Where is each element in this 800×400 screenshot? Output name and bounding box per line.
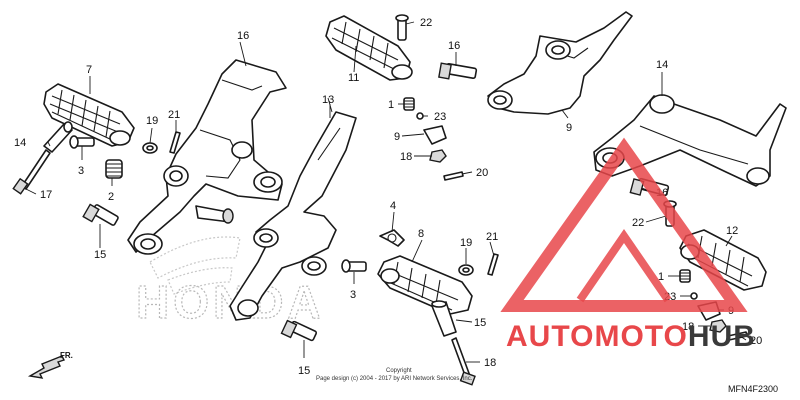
part-long-bolt-left [12,149,51,195]
callout-18-top: 18 [400,151,412,163]
callout-8: 9 [566,122,572,134]
drawing-code: MFN4F2300 [728,384,778,394]
callout-22-top: 22 [420,17,432,29]
callout-6: 7 [86,64,92,76]
callout-19-center: 19 [460,237,472,249]
callout-15-left: 15 [94,249,106,261]
part-bolt-left [82,203,119,226]
part-bolt-center [280,319,318,342]
callout-17-left: 17 [40,189,52,201]
part-pin-left [43,121,73,153]
front-direction-label: FR. [60,351,73,360]
callout-12: 13 [322,94,334,106]
part-bracket-front-left [127,59,287,255]
part-nut-right [709,319,727,333]
part-footpeg-rear-left [377,255,473,315]
svg-text:AUTOMOTOHUB: AUTOMOTOHUB [506,320,756,353]
callout-17-center: 18 [484,357,496,369]
part-spring-clip [379,229,405,247]
honda-watermark-text: HONDA [136,276,325,328]
part-spring [105,159,123,179]
callout-9-top: 9 [394,131,400,143]
part-hanger-bracket-rear [487,11,633,115]
part-long-bolt-center [451,337,476,386]
callout-23-top: 23 [434,111,446,123]
callout-21-left: 21 [168,109,180,121]
part-footpeg-rear-right [679,229,767,291]
copyright-line-1: Copyright [386,368,412,374]
callout-15-center: 15 [298,365,310,377]
part-cotter-center [487,253,499,276]
callout-19-left: 19 [146,115,158,127]
callout-2: 2 [108,191,114,203]
part-ball-top [416,112,424,120]
part-detent-top [423,125,447,145]
part-spring-top [403,97,415,111]
automotohub-watermark: AUTOMOTOHUB [500,137,756,353]
callout-22-right: 22 [632,217,644,229]
part-bolt16-top [438,62,478,80]
footer-text: Copyright Page design (c) 2004 - 2017 by… [316,368,778,394]
callout-4: 4 [390,200,396,212]
callout-21-center: 21 [486,231,498,243]
part-washer-left [142,142,158,154]
copyright-line-2: Page design (c) 2004 - 2017 by ARI Netwo… [316,376,473,382]
callout-1-top: 1 [388,99,394,111]
callout-5: 16 [237,30,249,42]
callout-3-center: 3 [350,289,356,301]
callout-13: 14 [656,59,668,71]
part-footpeg-front-left [43,83,135,147]
part-ball-right [690,292,698,300]
callout-3-left: 3 [78,165,84,177]
watermark-automoto: AUTOMOTO [506,320,688,353]
callout-16-top: 16 [448,40,460,52]
callout-14-left: 14 [14,137,26,149]
callout-18-right: 18 [682,321,694,333]
callout-20-top: 20 [476,167,488,179]
part-pin22-top [395,14,409,41]
part-pin3-left [69,135,95,149]
part-pin3-center [341,259,367,273]
watermark-hub: HUB [688,320,756,353]
part-footpeg-top [325,15,413,81]
part-washer-center [458,264,474,276]
callout-1-right: 1 [658,271,664,283]
callout-7: 8 [418,228,424,240]
part-nut-top [429,149,447,163]
callout-14-center: 15 [474,317,486,329]
part-cotter-left [169,131,181,154]
callout-20-right: 20 [750,335,762,347]
part-heel-plate [229,111,357,321]
callout-10: 11 [348,72,359,84]
part-pin20-top [443,171,464,181]
part-spring-right [679,269,691,283]
front-direction-arrow: FR. [27,351,73,379]
callout-11: 12 [726,225,738,237]
part-sleeve-center [431,300,457,337]
part-pin20-right [727,331,748,341]
honda-watermark: HONDA [135,236,325,329]
